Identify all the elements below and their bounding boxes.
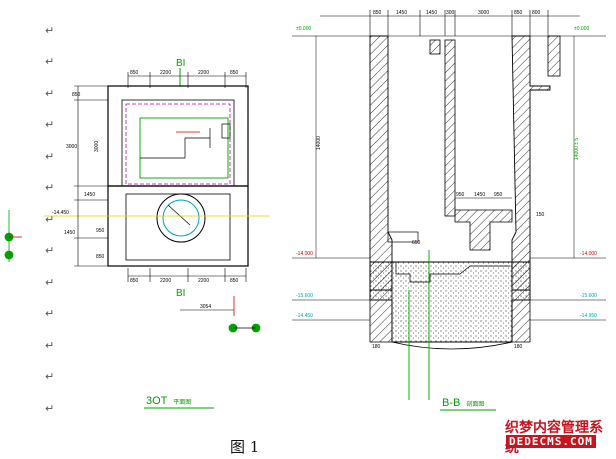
section-elev-left-2: -15.600 [296, 293, 313, 299]
figure-caption: 图 1 [230, 438, 260, 456]
section-invert-curve [391, 341, 513, 350]
section-base-hatch-right [511, 261, 531, 343]
section-left-wall [369, 35, 393, 291]
section-elev-left-3: -14.450 [296, 313, 313, 319]
plan-bottom-dim-3: 2200 [198, 278, 209, 284]
plan-left-dim-5: 1450 [64, 230, 75, 236]
paragraph-mark: ↵ [45, 150, 55, 163]
plan-well-outer-ring [156, 193, 206, 243]
paragraph-mark: ↵ [45, 87, 55, 100]
plan-lower-wall-inner [125, 193, 231, 261]
section-mark-top: BI [176, 58, 185, 69]
section-top-dimensions [320, 10, 580, 36]
paragraph-mark: ↵ [45, 181, 55, 194]
section-base-steps [395, 262, 510, 283]
section-vertical-dimensions [315, 36, 575, 258]
plan-dim-3000: 3000 [94, 141, 100, 152]
plan-elev-label: -14.450 [52, 210, 69, 216]
plan-bottom-dimensions [127, 268, 247, 282]
plan-left-dim-4: 950 [96, 228, 105, 234]
plan-top-dim-4: 850 [230, 70, 239, 76]
paragraph-mark: ↵ [45, 307, 55, 320]
section-right-top-block [547, 35, 561, 77]
plan-dim-3054: 3054 [200, 304, 211, 310]
section-elevation-lines [292, 257, 606, 321]
section-bottom-dim-left: 180 [372, 344, 381, 350]
plan-left-dim-6: 850 [96, 254, 105, 260]
plan-top-dim-1: 850 [130, 70, 139, 76]
plan-title-note: 平面图 [173, 399, 191, 406]
section-middle-slab [454, 209, 513, 251]
plan-well-inner-ring [162, 199, 200, 237]
section-mid-dim-1: 950 [456, 192, 465, 198]
plan-top-dimensions [127, 72, 247, 88]
plan-top-dim-2: 2200 [160, 70, 171, 76]
plan-upper-wall-outer [107, 85, 249, 187]
watermark-url: DEDECMS.COM [506, 435, 596, 448]
section-elev-right-1: -14.000 [580, 251, 597, 257]
section-vertical-left: 14000 [316, 136, 322, 150]
plan-left-dimensions [74, 85, 108, 267]
plan-left-dim-2: 3000 [66, 144, 77, 150]
plan-bottom-dim-1: 850 [130, 278, 139, 284]
section-title-text: B-B [442, 397, 460, 409]
section-elev-left-1: -14.000 [296, 251, 313, 257]
paragraph-mark: ↵ [45, 118, 55, 131]
plan-title: 3OT 平面图 [146, 395, 191, 407]
paragraph-mark: ↵ [45, 276, 55, 289]
section-top-dim-2: 1450 [396, 10, 407, 16]
plan-lower-wall-outer [107, 185, 249, 267]
section-inner-wall-upper [429, 39, 441, 55]
plan-left-dim-1: 850 [72, 92, 81, 98]
plan-green-chamber [139, 117, 229, 179]
section-top-dim-7: 800 [532, 10, 541, 16]
paragraph-mark: ↵ [45, 339, 55, 352]
section-mid-dim-5: 150 [536, 212, 545, 218]
plan-bottom-dim-4: 850 [230, 278, 239, 284]
plan-well-radius [167, 204, 191, 226]
paragraph-mark: ↵ [45, 402, 55, 415]
section-mid-dim-4: 650 [412, 240, 421, 246]
section-elev-top-left: ±0.000 [296, 26, 311, 32]
section-title: B-B 剖面图 [442, 397, 484, 409]
section-view: 850 1450 1450 300 3000 850 800 ±0.000 ±0… [292, 10, 606, 411]
section-mid-dim-2: 1450 [474, 192, 485, 198]
paragraph-mark: ↵ [45, 55, 55, 68]
section-top-dim-1: 850 [373, 10, 382, 16]
section-vertical-right: 14000 ± 5 [574, 138, 580, 160]
plan-upper-wall-inner [121, 99, 235, 187]
plan-top-dim-3: 2200 [198, 70, 209, 76]
paragraph-mark: ↵ [45, 244, 55, 257]
section-left-ledge [387, 231, 419, 243]
plan-inner-partition [140, 123, 231, 159]
section-base-hatch-left [369, 261, 393, 343]
plan-view: BI 850 2200 2200 850 3000 [4, 58, 270, 409]
section-right-wall [511, 35, 551, 291]
section-elev-top-right: ±0.000 [574, 26, 589, 32]
section-elev-right-3: -14.950 [580, 313, 597, 319]
section-top-dim-6: 850 [514, 10, 523, 16]
plan-title-text: 3OT [146, 395, 168, 407]
plan-axis-marker-left [4, 210, 22, 262]
section-elev-right-2: -15.600 [580, 293, 597, 299]
section-top-dim-4: 300 [446, 10, 455, 16]
plan-bottom-dim-2: 2200 [160, 278, 171, 284]
section-mark-bottom: BI [176, 288, 185, 299]
paragraph-mark: ↵ [45, 213, 55, 226]
plan-axis-marker-bottom [228, 323, 261, 333]
section-top-dim-3: 1450 [426, 10, 437, 16]
paragraph-mark: ↵ [45, 370, 55, 383]
paragraph-mark: ↵ [45, 24, 55, 37]
plan-left-dim-3: 1450 [84, 192, 95, 198]
section-inner-wall [444, 39, 456, 217]
section-mid-dim-3: 950 [494, 192, 503, 198]
section-title-note: 剖面图 [466, 400, 484, 408]
plan-magenta-outline [125, 103, 231, 185]
section-top-dim-5: 3000 [478, 10, 489, 16]
section-bottom-dim-right: 180 [514, 344, 523, 350]
